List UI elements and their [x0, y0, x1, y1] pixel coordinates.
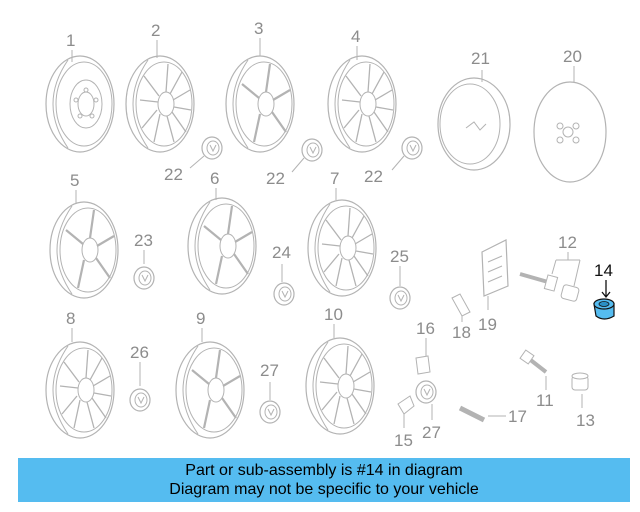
- callout-6[interactable]: 6: [210, 169, 219, 188]
- valve-15[interactable]: [397, 395, 415, 428]
- callout-26[interactable]: 26: [130, 343, 149, 362]
- wheel-3[interactable]: [225, 55, 295, 153]
- callout-25[interactable]: 25: [390, 247, 409, 266]
- wheel-2[interactable]: [125, 55, 195, 153]
- callout-24[interactable]: 24: [272, 243, 291, 262]
- sensor-16[interactable]: [415, 338, 431, 375]
- center-cap-22c[interactable]: [401, 136, 423, 160]
- hubcap-20[interactable]: [533, 66, 607, 183]
- center-cap-24[interactable]: [273, 282, 295, 306]
- callout-17[interactable]: 17: [508, 407, 527, 426]
- banner-line-1: Part or sub-assembly is #14 in diagram: [185, 462, 463, 479]
- callout-20[interactable]: 20: [563, 47, 582, 66]
- callout-3[interactable]: 3: [254, 19, 263, 38]
- wheel-8[interactable]: [45, 341, 115, 439]
- info-banner: Part or sub-assembly is #14 in diagram D…: [18, 458, 630, 502]
- cap-13[interactable]: [571, 372, 589, 408]
- callout-7[interactable]: 7: [330, 169, 339, 188]
- callout-5[interactable]: 5: [70, 171, 79, 190]
- callout-10[interactable]: 10: [324, 305, 343, 324]
- callout-21[interactable]: 21: [471, 49, 490, 68]
- callout-4[interactable]: 4: [351, 27, 360, 46]
- hubcap-21[interactable]: [437, 70, 511, 171]
- callout-18[interactable]: 18: [452, 323, 471, 342]
- wheel-1[interactable]: [45, 55, 115, 153]
- center-cap-26[interactable]: [129, 388, 151, 412]
- callout-22b[interactable]: 22: [266, 169, 285, 188]
- center-cap-27a[interactable]: [259, 400, 281, 424]
- callout-12[interactable]: 12: [558, 233, 577, 252]
- callout-13[interactable]: 13: [576, 411, 595, 430]
- module-19[interactable]: [481, 239, 509, 310]
- wheel-7[interactable]: [307, 199, 377, 297]
- wheel-9[interactable]: [175, 341, 245, 439]
- callout-8[interactable]: 8: [66, 309, 75, 328]
- wheel-4[interactable]: [327, 55, 397, 153]
- callout-19[interactable]: 19: [478, 315, 497, 334]
- callout-11[interactable]: 11: [536, 391, 554, 410]
- wheel-6[interactable]: [187, 197, 257, 295]
- center-cap-25[interactable]: [389, 286, 411, 310]
- bolt-11[interactable]: [519, 349, 548, 390]
- callout-2[interactable]: 2: [151, 21, 160, 40]
- parts-diagram: 1 2 3 4 21 20 22 22 22: [45, 19, 615, 450]
- callout-14-label[interactable]: 14: [594, 261, 613, 280]
- wheel-5[interactable]: [49, 201, 119, 299]
- callout-27a[interactable]: 27: [260, 361, 279, 380]
- callout-9[interactable]: 9: [196, 309, 205, 328]
- center-cap-22a[interactable]: [201, 136, 223, 160]
- callout-22a[interactable]: 22: [164, 165, 183, 184]
- stem-17[interactable]: [458, 405, 506, 423]
- valve-18[interactable]: [451, 293, 471, 322]
- callout-1[interactable]: 1: [66, 31, 75, 50]
- callout-27b[interactable]: 27: [422, 423, 441, 442]
- wheel-10[interactable]: [305, 337, 375, 435]
- callout-23[interactable]: 23: [134, 231, 153, 250]
- callout-22c[interactable]: 22: [364, 167, 383, 186]
- banner-line-2: Diagram may not be specific to your vehi…: [169, 481, 479, 498]
- nut-12b[interactable]: [560, 284, 580, 302]
- callout-15[interactable]: 15: [394, 431, 413, 450]
- bolt-12a[interactable]: [519, 272, 559, 292]
- callout-16[interactable]: 16: [416, 319, 435, 338]
- part-14-highlighted[interactable]: [593, 280, 615, 320]
- center-cap-22b[interactable]: [301, 138, 323, 162]
- center-cap-23[interactable]: [133, 266, 155, 290]
- center-cap-27b[interactable]: [415, 380, 437, 404]
